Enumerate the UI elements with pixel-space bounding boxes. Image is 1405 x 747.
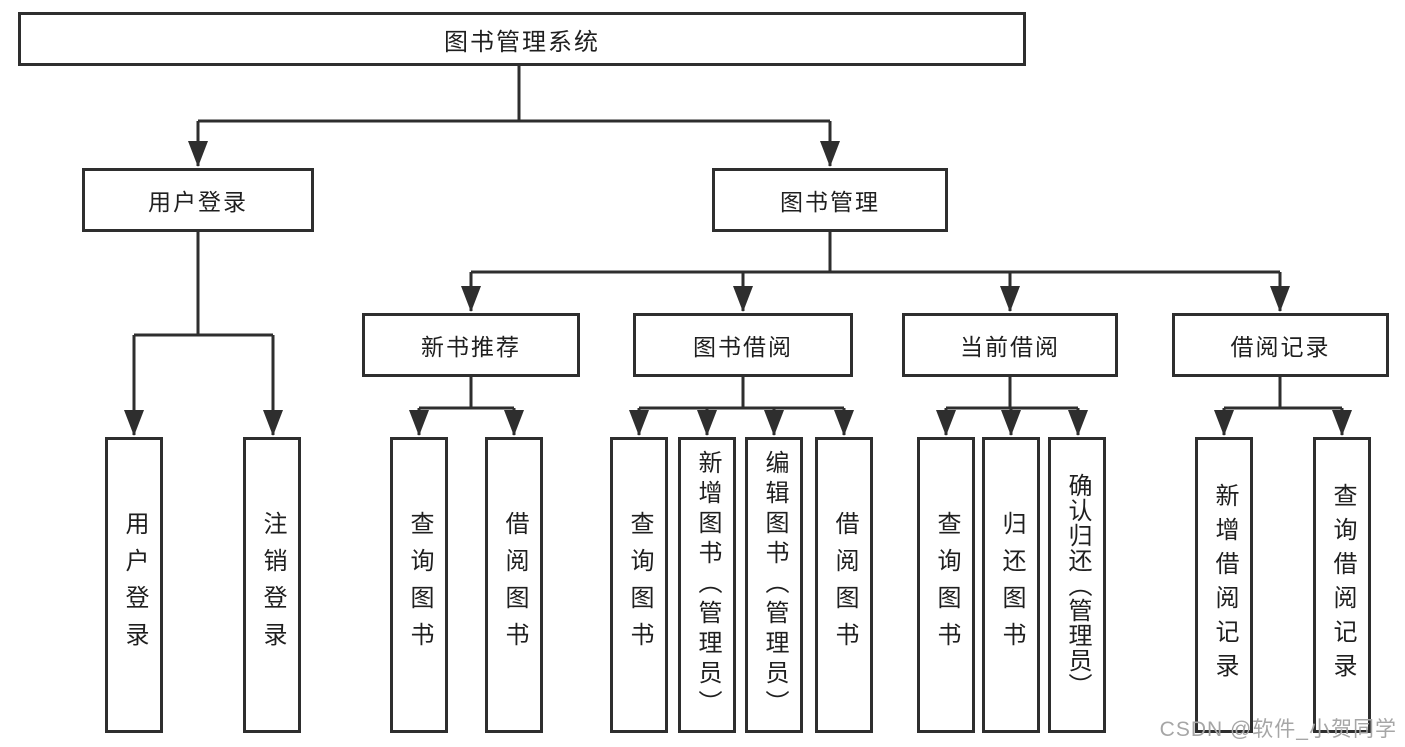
leaf-logout: 注销登录 <box>243 437 301 733</box>
node-label: 借阅图书 <box>831 511 858 659</box>
node-label: 当前借阅 <box>960 334 1060 360</box>
node-current-borrow: 当前借阅 <box>902 313 1118 377</box>
leaf-user-login: 用户登录 <box>105 437 163 733</box>
leaf-add-borrow-record: 新增借阅记录 <box>1195 437 1253 733</box>
leaf-query-books-2: 查询图书 <box>610 437 668 733</box>
node-label: 用户登录 <box>148 189 248 215</box>
node-label: 新书推荐 <box>421 334 521 360</box>
node-book-borrow: 图书借阅 <box>633 313 853 377</box>
node-label: 新增借阅记录 <box>1211 483 1238 687</box>
node-label: 查询图书 <box>626 511 653 659</box>
leaf-query-books-1: 查询图书 <box>390 437 448 733</box>
node-label: 新增图书（管理员） <box>694 450 721 720</box>
csdn-watermark: CSDN @软件_小贺同学 <box>1159 718 1397 741</box>
node-new-book-recommend: 新书推荐 <box>362 313 580 377</box>
node-root-library-system: 图书管理系统 <box>18 12 1026 66</box>
leaf-return-books: 归还图书 <box>982 437 1040 733</box>
node-label: 编辑图书（管理员） <box>761 450 788 720</box>
leaf-query-borrow-record: 查询借阅记录 <box>1313 437 1371 733</box>
leaf-query-books-3: 查询图书 <box>917 437 975 733</box>
node-borrow-records: 借阅记录 <box>1172 313 1389 377</box>
node-label: 归还图书 <box>998 511 1025 659</box>
node-label: 图书借阅 <box>693 334 793 360</box>
leaf-borrow-books-2: 借阅图书 <box>815 437 873 733</box>
leaf-edit-books-admin: 编辑图书（管理员） <box>745 437 803 733</box>
node-label: 借阅记录 <box>1230 334 1331 360</box>
node-label: 借阅图书 <box>501 511 528 659</box>
leaf-confirm-return-admin: 确认归还（管理员） <box>1048 437 1106 733</box>
leaf-add-books-admin: 新增图书（管理员） <box>678 437 736 733</box>
node-label: 注销登录 <box>259 511 286 659</box>
node-label: 查询借阅记录 <box>1329 483 1356 687</box>
node-book-management: 图书管理 <box>712 168 948 232</box>
node-user-login: 用户登录 <box>82 168 314 232</box>
node-label: 确认归还（管理员） <box>1064 472 1091 698</box>
leaf-borrow-books-1: 借阅图书 <box>485 437 543 733</box>
node-label: 查询图书 <box>406 511 433 659</box>
node-label: 图书管理 <box>780 189 880 215</box>
node-label: 用户登录 <box>121 511 148 659</box>
node-label: 图书管理系统 <box>444 28 600 56</box>
node-label: 查询图书 <box>933 511 960 659</box>
